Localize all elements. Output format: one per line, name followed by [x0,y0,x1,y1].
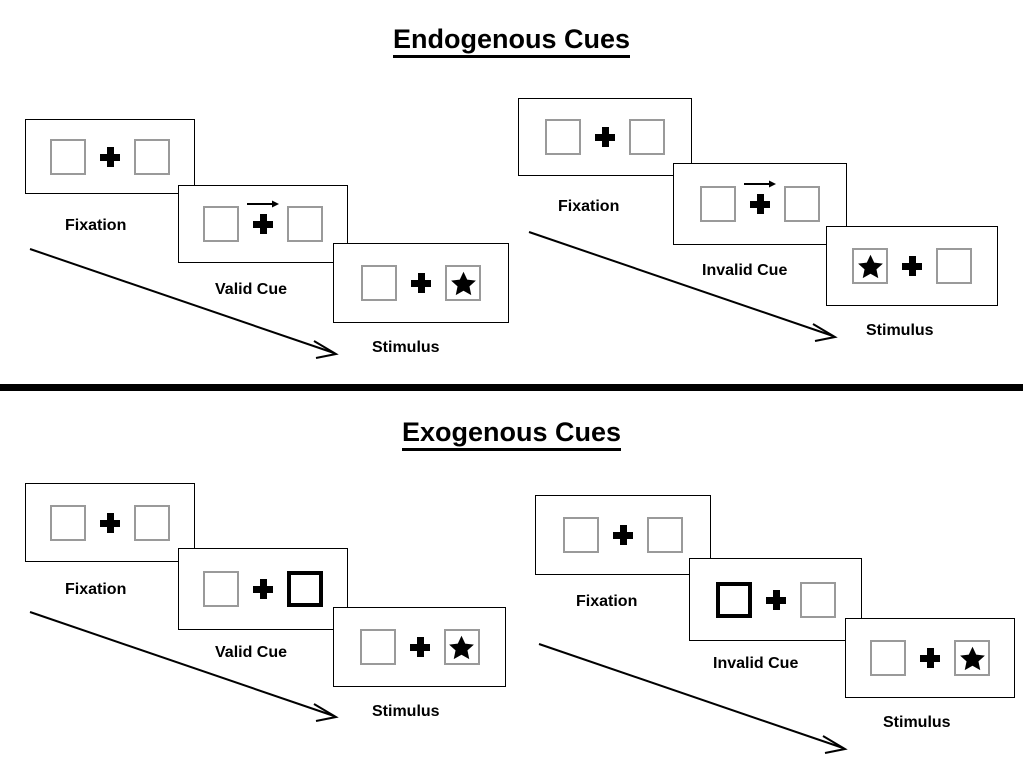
panel-content [870,640,990,676]
caption-stimulus: Stimulus [866,322,934,339]
left-box-cued [715,581,752,618]
left-box [203,206,239,242]
time-flow-arrow [29,248,339,359]
panel-stimulus [333,243,509,323]
caption-fixation: Fixation [65,217,127,234]
caption-stimulus: Stimulus [372,703,440,720]
right-box [287,206,323,242]
section-title-exogenous-text: Exogenous Cues [401,417,622,451]
panel-fixation [518,98,692,176]
right-box [445,265,481,301]
right-box [954,640,990,676]
fixation-cross-icon [100,512,120,533]
section-divider [0,384,1023,391]
panel-fixation [25,483,195,562]
cue-arrow-right-icon [247,200,279,208]
left-box [545,119,581,155]
right-box [799,581,836,618]
time-flow-arrow [528,231,838,342]
right-box [134,138,170,175]
cue-arrow-right-icon [744,180,776,188]
panel-fixation [25,119,195,194]
left-box [700,186,736,222]
fixation-cross-icon [744,180,776,214]
left-box [852,248,888,284]
panel-cue [178,548,348,630]
caption-fixation: Fixation [558,198,620,215]
right-box [784,186,820,222]
panel-content [715,581,836,618]
panel-cue [689,558,862,641]
fixation-cross-icon [920,648,940,668]
panel-content [852,248,972,284]
left-box [870,640,906,676]
caption-cue: Invalid Cue [702,262,788,279]
fixation-cross-icon [613,525,633,545]
panel-stimulus [826,226,998,306]
panel-cue [673,163,847,245]
right-box [936,248,972,284]
panel-stimulus [845,618,1015,698]
fixation-cross-icon [247,200,279,234]
fixation-cross-icon [595,127,615,147]
star-icon [857,254,883,278]
caption-cue: Valid Cue [215,281,288,298]
caption-cue: Valid Cue [215,644,288,661]
star-icon [959,646,985,670]
left-box [361,265,397,301]
caption-fixation: Fixation [576,593,638,610]
caption-cue: Invalid Cue [713,655,799,672]
panel-content [50,504,170,541]
panel-content [545,119,665,155]
fixation-cross-icon [409,637,430,657]
left-box [563,517,599,553]
section-title-endogenous-text: Endogenous Cues [392,24,630,58]
fixation-cross-icon [100,146,120,167]
panel-content [203,571,323,607]
fixation-cross-icon [765,589,786,610]
right-box [629,119,665,155]
panel-stimulus [333,607,506,687]
fixation-cross-icon [411,273,431,293]
right-box [647,517,683,553]
star-icon [449,635,474,659]
right-box-cued [287,571,323,607]
caption-stimulus: Stimulus [372,339,440,356]
section-title-endogenous: Endogenous Cues [0,24,1023,58]
panel-content [700,180,820,222]
panel-content [50,138,170,175]
panel-content [563,517,683,553]
panel-content [361,265,481,301]
panel-content [203,200,323,242]
panel-content [359,629,480,665]
fixation-cross-icon [253,579,273,599]
left-box [50,504,86,541]
fixation-cross-icon [902,256,922,276]
right-box [134,504,170,541]
section-title-exogenous: Exogenous Cues [0,417,1023,451]
left-box [359,629,396,665]
left-box [203,571,239,607]
caption-fixation: Fixation [65,581,127,598]
time-flow-arrow [538,643,848,754]
panel-fixation [535,495,711,575]
panel-cue [178,185,348,263]
star-icon [450,271,476,295]
left-box [50,138,86,175]
caption-stimulus: Stimulus [883,714,951,731]
right-box [443,629,480,665]
